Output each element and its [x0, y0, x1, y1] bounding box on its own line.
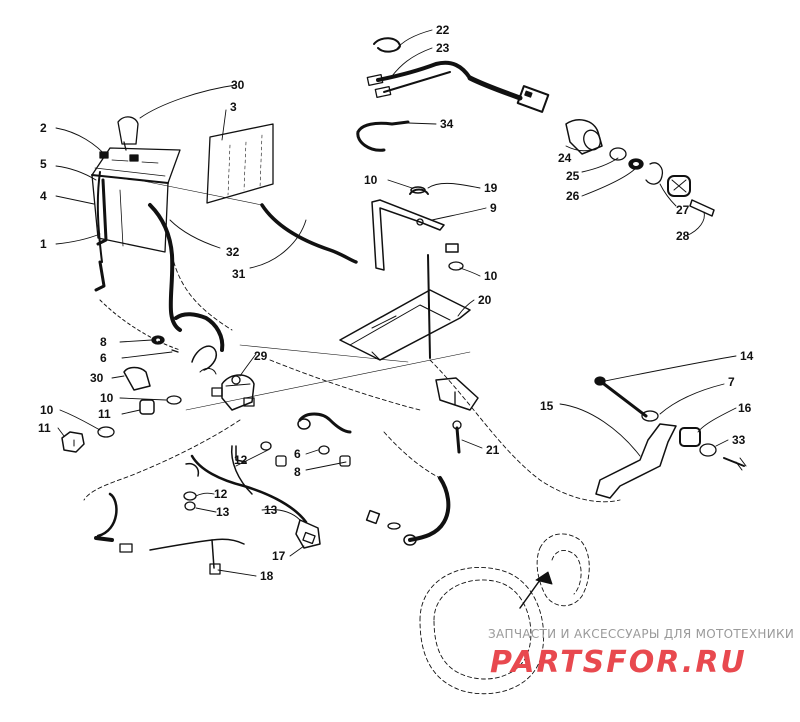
- callout-30: 30: [231, 78, 245, 92]
- wire-routing: [83, 254, 621, 695]
- callout-12-lower: 12: [214, 487, 228, 501]
- terminal-boot-top: [117, 116, 139, 151]
- callout-13-left: 13: [216, 505, 230, 519]
- callout-10-left: 10: [100, 391, 114, 405]
- callout-23: 23: [436, 41, 450, 55]
- callout-26: 26: [566, 189, 580, 203]
- callout-8-left: 8: [100, 335, 107, 349]
- callout-1: 1: [40, 237, 47, 251]
- battery: [91, 147, 181, 292]
- callout-4: 4: [40, 189, 47, 203]
- battery-cover-panel: [206, 123, 274, 204]
- callout-22: 22: [436, 23, 450, 37]
- callout-30-left: 30: [90, 371, 104, 385]
- callout-34: 34: [440, 117, 454, 131]
- callout-11-far-left: 11: [38, 421, 51, 435]
- callout-16: 16: [738, 401, 752, 415]
- callout-28: 28: [676, 229, 690, 243]
- callout-18: 18: [260, 569, 274, 583]
- callout-17: 17: [272, 549, 286, 563]
- watermark-brand: PARTSFOR.RU: [490, 645, 747, 680]
- throttle-rod-assembly: [594, 376, 747, 499]
- callout-11-left: 11: [98, 407, 111, 421]
- callout-25: 25: [566, 169, 580, 183]
- callout-33: 33: [732, 433, 746, 447]
- callout-12-upper: 12: [234, 453, 248, 467]
- battery-cable-positive: [260, 203, 358, 264]
- callout-31: 31: [232, 267, 246, 281]
- callout-5: 5: [40, 157, 47, 171]
- callout-15: 15: [540, 399, 554, 413]
- callout-21: 21: [486, 443, 500, 457]
- cable-tie-strap: [356, 120, 410, 152]
- mounting-bracket: [371, 186, 445, 271]
- callout-8-lower: 8: [294, 465, 301, 479]
- callout-6-left: 6: [100, 351, 107, 365]
- starter-solenoid: [211, 374, 255, 411]
- ground-cable: [408, 476, 451, 542]
- callout-9: 9: [490, 201, 497, 215]
- callout-10-tray: 10: [484, 269, 498, 283]
- callout-27: 27: [676, 203, 690, 217]
- callout-14: 14: [740, 349, 754, 363]
- callout-3: 3: [230, 100, 237, 114]
- battery-cable-negative: [148, 203, 182, 332]
- battery-tray: [339, 243, 479, 454]
- solenoid-cable: [174, 312, 225, 352]
- watermark-tagline: ЗАПЧАСТИ И АКСЕССУАРЫ ДЛЯ МОТОТЕХНИКИ: [488, 627, 794, 641]
- callout-10-far-left: 10: [40, 403, 54, 417]
- callout-13-right: 13: [264, 503, 278, 517]
- callout-10-top: 10: [364, 173, 378, 187]
- callout-24: 24: [558, 151, 572, 165]
- watermark: ЗАПЧАСТИ И АКСЕССУАРЫ ДЛЯ МОТОТЕХНИКИ PA…: [488, 627, 794, 680]
- callout-2: 2: [40, 121, 47, 135]
- callout-leaders: [55, 29, 737, 577]
- callout-32: 32: [226, 245, 240, 259]
- leader-line: [137, 179, 263, 206]
- leader-line: [239, 344, 409, 363]
- callout-19: 19: [484, 181, 498, 195]
- callout-7: 7: [728, 375, 735, 389]
- battery-strap: [96, 171, 103, 263]
- callout-29: 29: [254, 349, 268, 363]
- wire-harness-top: [366, 37, 550, 113]
- callout-6-lower: 6: [294, 447, 301, 461]
- key-switch-assembly: [565, 119, 715, 217]
- callout-20: 20: [478, 293, 492, 307]
